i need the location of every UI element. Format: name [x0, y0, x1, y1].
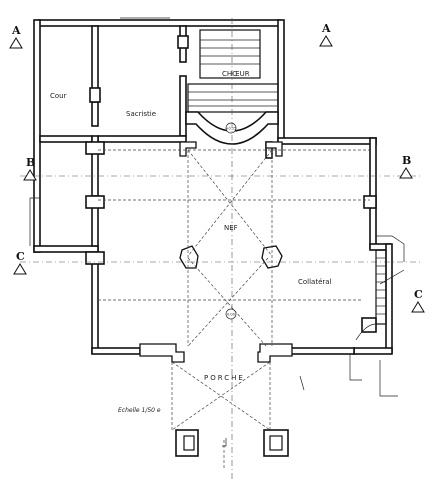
exterior-walls — [33, 19, 393, 355]
cour-sacristie-wall-lower — [91, 101, 99, 127]
buttress-left-3 — [85, 251, 105, 265]
porch-pier-left — [175, 429, 199, 457]
stair-east-wall — [385, 243, 393, 353]
section-marker-a-right: A — [319, 22, 333, 47]
west-wall-upper — [33, 19, 41, 253]
section-marker-c-right: C — [411, 288, 425, 313]
pillar-sw — [179, 245, 199, 269]
section-triangle-icon — [319, 35, 333, 47]
section-letter-a-right: A — [321, 22, 331, 35]
exterior-details — [29, 17, 398, 397]
pillar-nw — [179, 141, 197, 157]
north-wall — [37, 19, 281, 27]
room-label-choeur: CHŒUR — [222, 70, 250, 78]
section-triangle-icon — [9, 37, 23, 49]
stair-bottom-wall — [353, 347, 393, 355]
porch-pier-right — [263, 429, 289, 457]
altar-platform — [199, 29, 261, 79]
nave-pillars — [139, 141, 293, 363]
section-lines — [20, 18, 420, 480]
choeur-level-mark — [225, 122, 237, 134]
pillar-ne — [265, 141, 283, 157]
stair-outer-rail — [376, 235, 405, 262]
stair-run — [375, 249, 387, 325]
west-recess — [33, 245, 99, 253]
south-wall-left — [91, 347, 141, 355]
pier-porch-left — [139, 343, 185, 363]
section-letter-c-right: C — [414, 288, 423, 301]
buttress-left-2 — [85, 195, 105, 209]
section-letter-a-left: A — [11, 24, 21, 37]
room-label-nef: NEF — [224, 224, 238, 232]
section-triangle-icon — [13, 263, 27, 275]
porch-step-mark — [222, 438, 227, 447]
room-label-cour: Cour — [50, 92, 67, 100]
nef-level-mark — [225, 308, 237, 320]
porche — [175, 429, 289, 457]
pier-porch-right — [257, 343, 293, 363]
nef-level-text: 0.00 — [227, 313, 235, 317]
room-label-porche: PORCHE — [204, 374, 245, 382]
nave-west-wall-mid — [91, 205, 99, 247]
section-triangle-icon — [23, 169, 37, 181]
choeur-east-wall — [277, 19, 285, 143]
section-letter-b-right: B — [402, 154, 411, 167]
section-marker-c-left: C — [13, 250, 27, 275]
buttress-left-1 — [85, 141, 105, 155]
section-triangle-icon — [411, 301, 425, 313]
cour-sacristie-wall — [91, 25, 99, 97]
section-marker-b-right: B — [399, 154, 413, 179]
buttress-right-1 — [363, 195, 377, 209]
east-wall-upper — [369, 137, 377, 249]
sacristie-choeur-pier — [177, 35, 189, 49]
room-label-collateral: Collatéral — [298, 278, 332, 286]
section-letter-b-left: B — [26, 156, 35, 169]
cour-south-wall — [39, 135, 93, 143]
vault-lines — [98, 149, 370, 470]
choeur-steps — [187, 83, 279, 113]
south-wall-right — [289, 347, 355, 355]
stair-curve — [355, 323, 377, 341]
north-east-wall — [277, 137, 377, 145]
sacristie-south-wall — [97, 135, 187, 143]
section-letter-c-left: C — [16, 250, 25, 263]
sacristie-choeur-wall-lower — [179, 75, 187, 137]
section-marker-b-left: B — [23, 156, 37, 181]
section-triangle-icon — [399, 167, 413, 179]
scale-label: Echelle 1/50 e — [118, 407, 161, 414]
interior-walls — [39, 25, 377, 333]
cour-door-jamb — [89, 87, 101, 103]
room-label-sacristie: Sacristie — [126, 110, 156, 118]
section-marker-a-left: A — [9, 24, 23, 49]
staircase — [355, 235, 405, 341]
choeur-level-text: +0.15 — [226, 127, 237, 131]
